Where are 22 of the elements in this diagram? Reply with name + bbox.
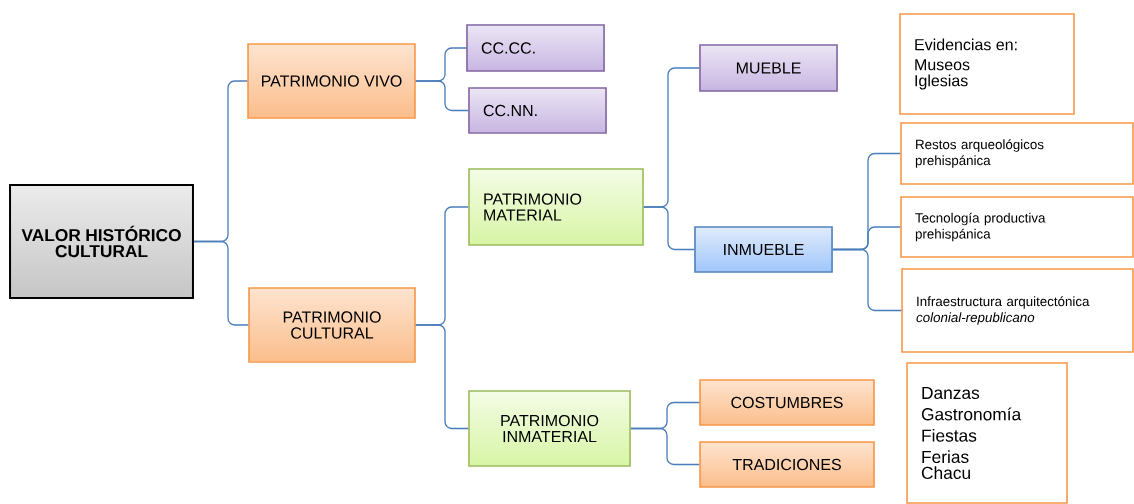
category-box: PATRIMONIO INMATERIAL [468,390,631,467]
category-box: COSTUMBRES [699,379,875,426]
category-box: PATRIMONIO CULTURAL [248,287,416,363]
category-box: PATRIMONIO MATERIAL [468,168,644,246]
category-box: MUEBLE [699,44,838,92]
text-box: Tecnología productiva prehispánica [900,196,1134,258]
text-box: Danzas Gastronomía Fiestas Ferias Chacu [906,362,1068,504]
brace-connector [832,248,902,312]
category-box: CC.CC. [466,24,605,72]
category-box: CC.NN. [468,87,607,134]
category-box: INMUEBLE [694,226,833,273]
text-box: Infraestructura arquitectónica colonial-republicano [901,268,1134,353]
category-box: TRADICIONES [699,441,875,488]
brace-connector [415,324,469,430]
brace-connector [415,80,469,112]
text-box: Restos arqueológicos prehispánica [900,122,1134,185]
brace-connector [630,427,700,466]
brace-connector [193,240,249,326]
category-box: PATRIMONIO VIVO [247,43,416,119]
text-box: Evidencias en: Museos Iglesias [899,13,1075,115]
title-box: VALOR HISTÓRICO CULTURAL [9,183,194,300]
brace-connector [643,206,695,251]
